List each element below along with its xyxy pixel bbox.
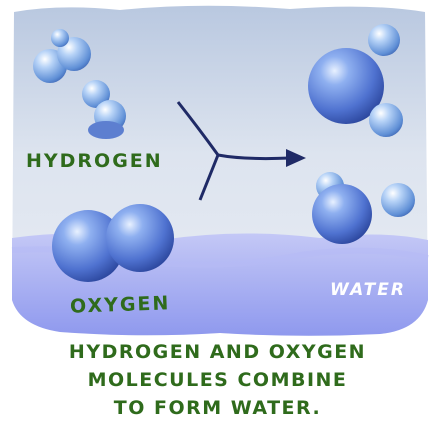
water-molecule-2 <box>312 172 415 244</box>
hydrogen-atom-shadow <box>88 121 124 139</box>
oxygen-label: OXYGEN <box>69 292 171 318</box>
oxygen-molecule <box>52 204 174 282</box>
hydrogen-atom <box>51 29 69 47</box>
oxygen-atom <box>52 210 124 282</box>
oxygen-atom <box>308 48 384 124</box>
hydrogen-atom <box>82 80 110 108</box>
caption-line-2: MOLECULES COMBINE <box>87 369 348 391</box>
hydrogen-branch <box>176 101 220 156</box>
hydrogen-molecule-1 <box>33 37 91 83</box>
oxygen-atom <box>312 184 372 244</box>
water-label: WATER <box>330 280 406 300</box>
reaction-arrow <box>176 101 306 201</box>
arrowhead-icon <box>286 149 306 167</box>
hydrogen-molecule-3 <box>51 29 69 47</box>
water-molecule-1 <box>308 24 403 137</box>
caption: HYDROGEN AND OXYGEN MOLECULES COMBINE TO… <box>0 338 435 422</box>
oxygen-atom <box>106 204 174 272</box>
product-branch <box>217 153 291 161</box>
hydrogen-atom <box>368 24 400 56</box>
hydrogen-atom <box>381 183 415 217</box>
caption-line-1: HYDROGEN AND OXYGEN <box>68 341 367 363</box>
hydrogen-atom <box>57 37 91 71</box>
hydrogen-atom <box>369 103 403 137</box>
hydrogen-molecule-2 <box>82 80 126 139</box>
caption-line-3: TO FORM WATER. <box>113 397 322 419</box>
oxygen-branch <box>198 154 220 201</box>
hydrogen-label: HYDROGEN <box>26 150 163 172</box>
